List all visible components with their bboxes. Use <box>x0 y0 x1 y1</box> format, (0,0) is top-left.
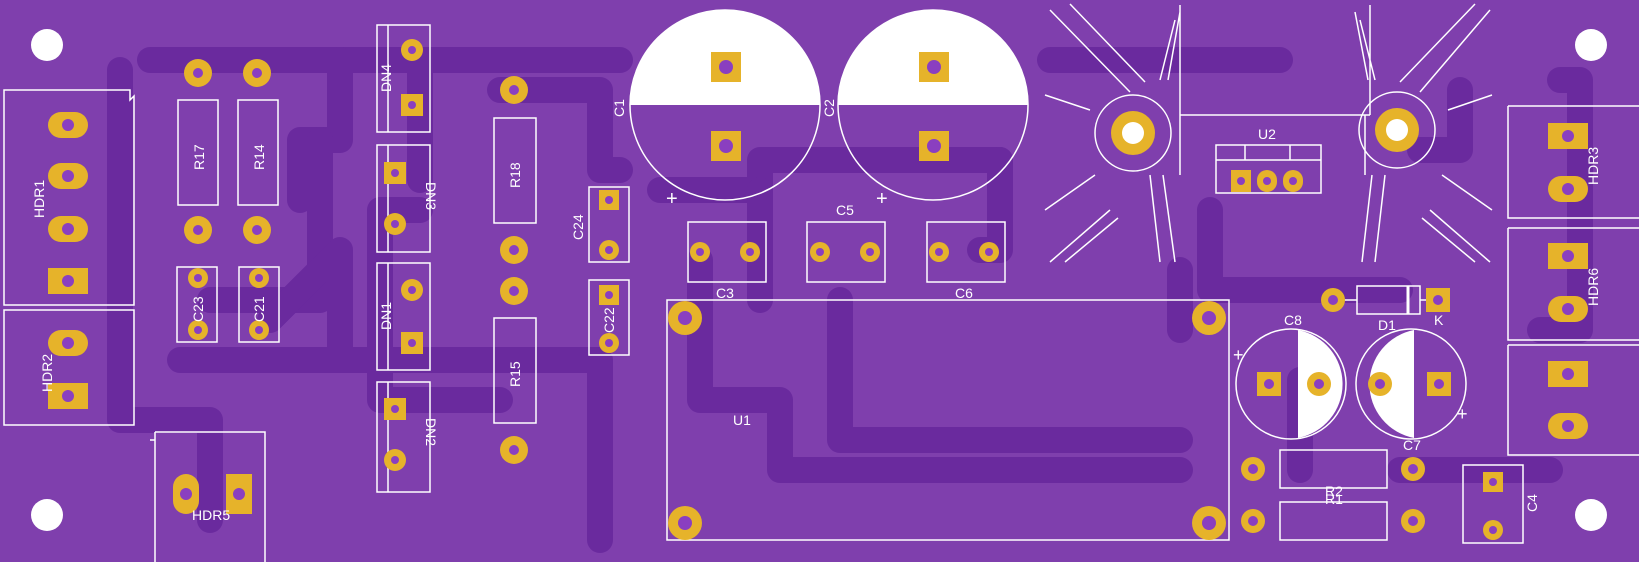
dn1-outline <box>376 262 431 371</box>
r15-label: R15 <box>507 361 523 387</box>
r2-outline <box>1279 449 1388 489</box>
c5-label: C5 <box>836 202 854 218</box>
c23-outline <box>176 266 218 343</box>
c7-plus-label: + <box>1457 404 1468 424</box>
r18-outline <box>493 117 537 224</box>
hdr5-label: HDR5 <box>192 507 230 523</box>
u1-outline <box>666 299 1230 541</box>
hdr2-label: HDR2 <box>39 354 55 392</box>
dn4-label: DN4 <box>378 64 394 92</box>
hdr1-label: HDR1 <box>31 180 47 218</box>
dn1-label: DN1 <box>378 302 394 330</box>
r2-label: R2 <box>1325 483 1343 499</box>
dn4-outline <box>376 24 431 133</box>
c21-outline <box>238 266 280 343</box>
hdr5-outline <box>150 431 266 562</box>
d1-k-label: K <box>1434 312 1444 328</box>
c22-label: C22 <box>601 307 617 333</box>
c8-outline <box>1235 328 1347 440</box>
mounting-holes <box>31 29 1607 531</box>
c6-outline <box>926 221 1006 283</box>
hdr3-label: HDR3 <box>1585 147 1601 185</box>
u2-body <box>1215 144 1322 194</box>
r17-label: R17 <box>191 144 207 170</box>
c23-label: C23 <box>190 296 206 322</box>
r14-outline <box>237 99 279 206</box>
c24-outline <box>588 186 630 263</box>
c8-label: C8 <box>1284 312 1302 328</box>
c3-label: C3 <box>716 285 734 301</box>
c2-label: C2 <box>821 99 837 117</box>
c6-label: C6 <box>955 285 973 301</box>
mount-hole-bottom-right <box>1575 499 1607 531</box>
c1-label: C1 <box>611 99 627 117</box>
c8-plus-label: + <box>1233 345 1244 365</box>
dn2-label: DN2 <box>423 418 439 446</box>
u2-label: U2 <box>1258 126 1276 142</box>
hdr3-outline <box>1507 105 1639 219</box>
u2-heatsink <box>1044 3 1493 263</box>
silkscreen-outlines <box>3 3 1639 562</box>
silkscreen-labels: HDR1 HDR2 HDR5 HDR3 HDR6 R17 R14 C23 C21… <box>31 64 1601 523</box>
hdr6-outline <box>1507 227 1639 341</box>
c5-outline <box>806 221 886 283</box>
c24-label: C24 <box>570 214 586 240</box>
c2-plus-label: + <box>876 188 888 210</box>
c1-plus-label: + <box>666 188 678 210</box>
dn3-outline <box>376 144 431 253</box>
c7-label: C7 <box>1403 437 1421 453</box>
c3-outline <box>687 221 767 283</box>
c21-label: C21 <box>251 296 267 322</box>
mount-hole-bottom-left <box>31 499 63 531</box>
dn3-label: DN3 <box>423 182 439 210</box>
c22-outline <box>588 279 630 356</box>
r18-label: R18 <box>507 162 523 188</box>
u1-label: U1 <box>733 412 751 428</box>
r15-outline <box>493 317 537 424</box>
dn2-outline <box>376 381 431 493</box>
hdr2-outline <box>3 309 135 426</box>
r14-label: R14 <box>251 144 267 170</box>
c7-outline <box>1355 328 1467 440</box>
c4-label: C4 <box>1524 494 1540 512</box>
c4-outline <box>1462 464 1524 544</box>
r1-outline <box>1279 501 1388 541</box>
d1-label: D1 <box>1378 317 1396 333</box>
pad-holes <box>62 46 1574 534</box>
hdr1-outline <box>3 89 135 306</box>
hdr6-label: HDR6 <box>1585 268 1601 306</box>
mount-hole-top-left <box>31 29 63 61</box>
hdr-bottom-right-outline <box>1507 344 1639 456</box>
mount-hole-top-right <box>1575 29 1607 61</box>
r17-outline <box>177 99 219 206</box>
r1-label: R1 <box>1325 491 1343 507</box>
